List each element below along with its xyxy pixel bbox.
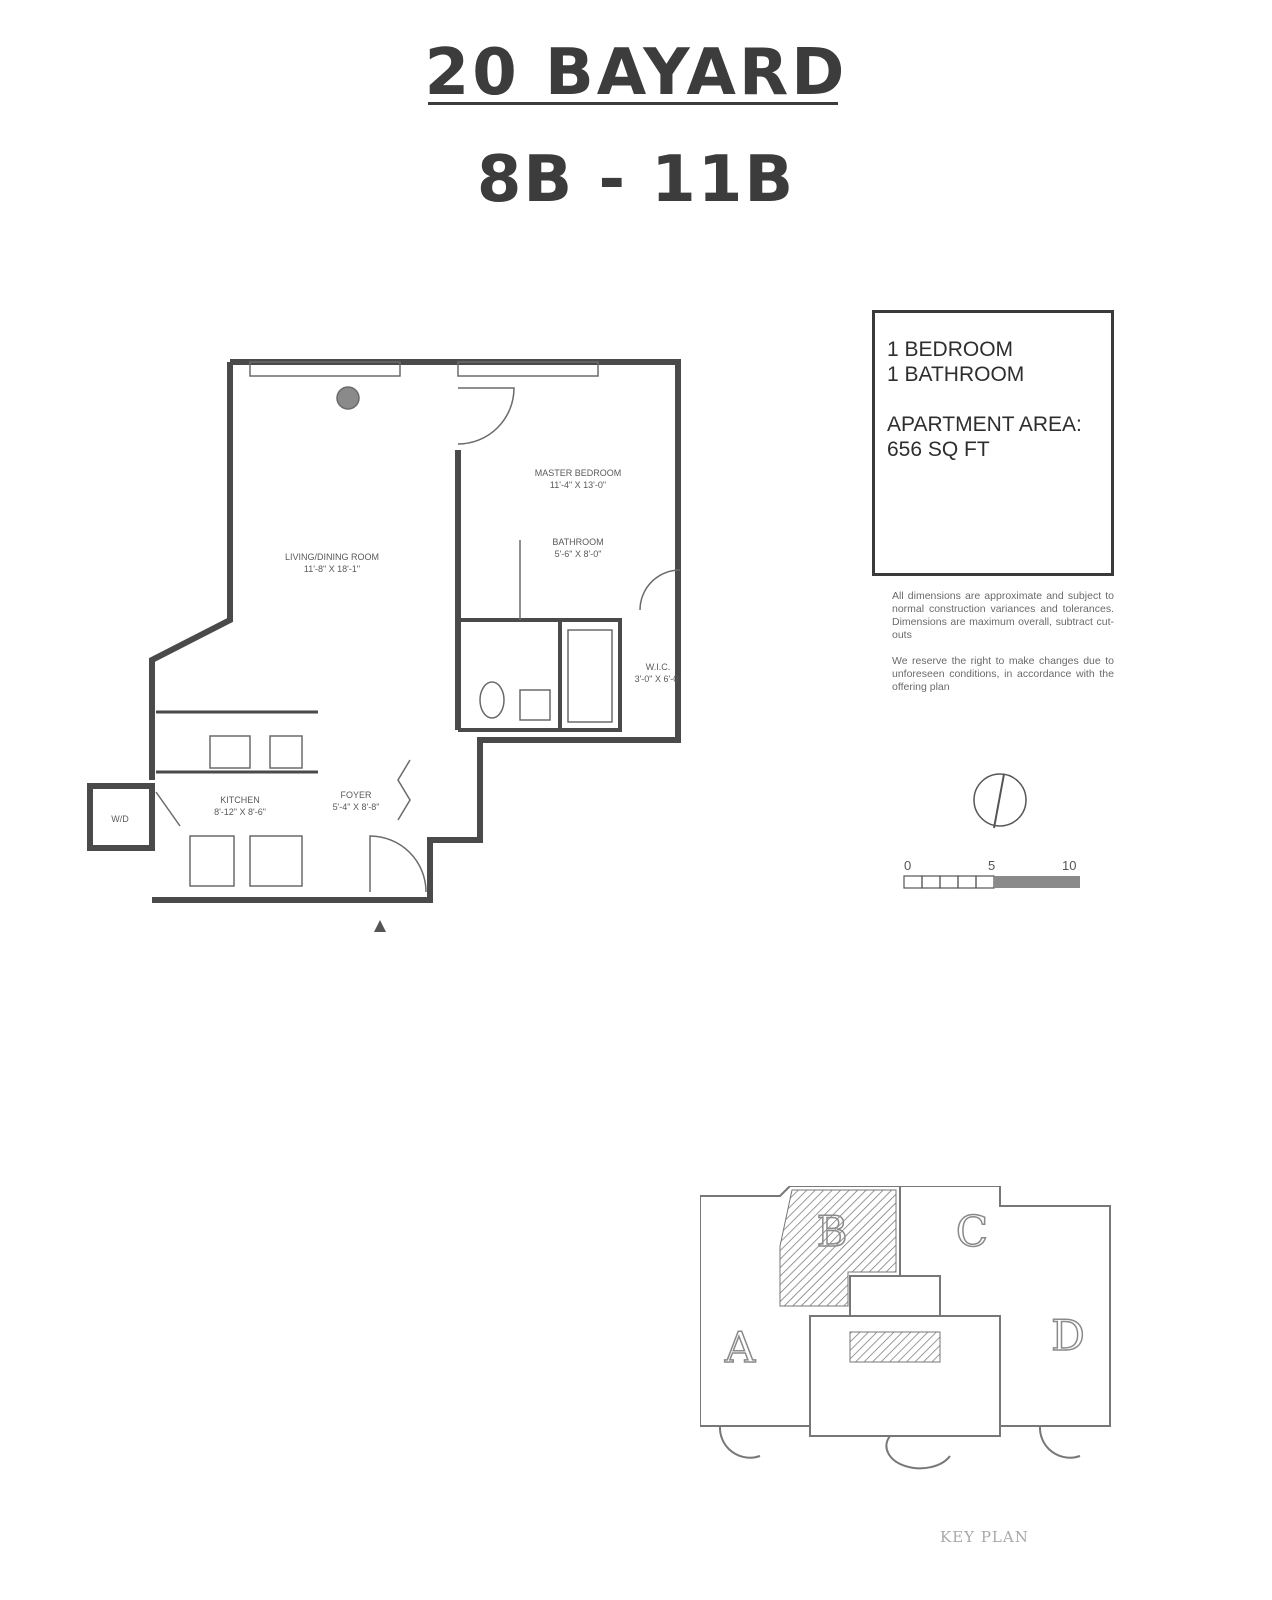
key-plan-label: KEY PLAN bbox=[940, 1528, 1029, 1546]
dimensions-note: All dimensions are approximate and subje… bbox=[892, 590, 1114, 641]
label-wic-name: W.I.C. bbox=[646, 662, 671, 672]
building-title: 20 BAYARD bbox=[424, 36, 848, 110]
label-kitchen-name: KITCHEN bbox=[220, 795, 260, 805]
label-bathroom-size: 5'-6" X 8'-0" bbox=[555, 549, 602, 559]
reserve-note: We reserve the right to make changes due… bbox=[892, 655, 1114, 693]
key-unit-c: C bbox=[956, 1207, 988, 1256]
label-bedroom-name: MASTER BEDROOM bbox=[535, 468, 622, 478]
scale-tick-0: 0 bbox=[904, 858, 911, 873]
area-label: APARTMENT AREA: bbox=[887, 413, 1082, 436]
label-bedroom-size: 11'-4" X 13'-0" bbox=[550, 480, 606, 490]
key-unit-d: D bbox=[1051, 1311, 1085, 1360]
label-living-size: 11'-8" X 18'-1" bbox=[304, 564, 360, 574]
unit-summary-box: 1 BEDROOM 1 BATHROOM APARTMENT AREA: 656… bbox=[872, 310, 1114, 576]
label-wd: W/D bbox=[111, 814, 129, 824]
disclaimer-notes: All dimensions are approximate and subje… bbox=[892, 590, 1114, 707]
scale-tick-10: 10 bbox=[1062, 858, 1076, 873]
unit-range: 8B - 11B bbox=[476, 143, 796, 217]
label-kitchen-size: 8'-12" X 8'-6" bbox=[214, 807, 266, 817]
label-foyer-name: FOYER bbox=[340, 790, 372, 800]
label-wic-size: 3'-0" X 6'-0" bbox=[635, 674, 682, 684]
scale-bar: 0 5 10 bbox=[903, 858, 1080, 889]
key-unit-a: A bbox=[724, 1323, 756, 1372]
area-value: 656 SQ FT bbox=[887, 438, 990, 461]
label-bathroom-name: BATHROOM bbox=[552, 537, 603, 547]
key-unit-b: B bbox=[817, 1207, 848, 1256]
north-arrow-icon bbox=[973, 773, 1027, 829]
floor-plan: LIVING/DINING ROOM 11'-8" X 18'-1" MASTE… bbox=[87, 359, 682, 932]
bedroom-count: 1 BEDROOM bbox=[887, 338, 1014, 361]
bathroom-count: 1 BATHROOM bbox=[887, 363, 1025, 386]
title-underline bbox=[428, 102, 838, 105]
label-foyer-size: 5'-4" X 8'-8" bbox=[333, 802, 380, 812]
key-plan: A B C D bbox=[700, 1186, 1111, 1470]
scale-tick-5: 5 bbox=[988, 858, 995, 873]
label-living-name: LIVING/DINING ROOM bbox=[285, 552, 379, 562]
